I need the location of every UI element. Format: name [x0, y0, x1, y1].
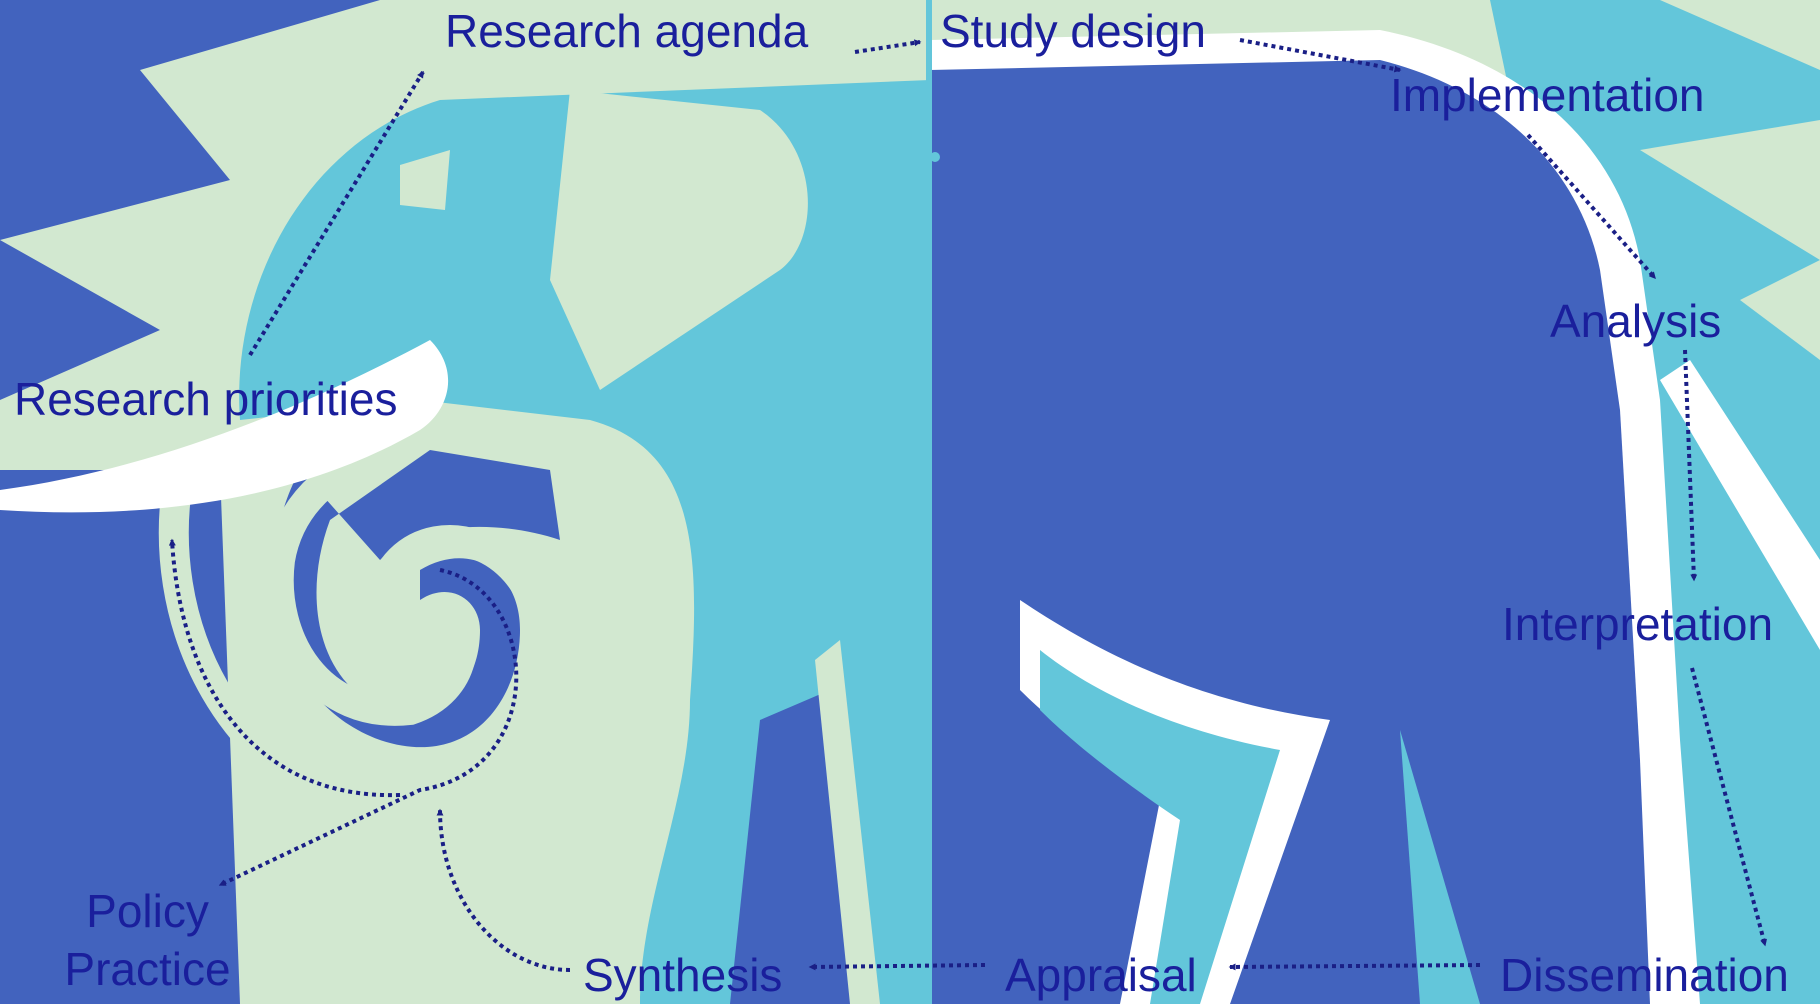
label-analysis: Analysis [1550, 295, 1722, 347]
small-dot [930, 152, 940, 162]
leg [1040, 650, 1280, 1004]
label-policy-practice: Policy Practice [60, 882, 235, 998]
label-implementation: Implementation [1390, 69, 1705, 121]
trunk-spiral [274, 450, 560, 748]
label-policy: Policy [86, 885, 209, 937]
elephant-tusk [0, 340, 449, 513]
trunk-outline [158, 435, 560, 838]
front-leg-stripe [815, 640, 880, 1004]
label-interpretation: Interpretation [1502, 598, 1774, 650]
label-research-agenda: Research agenda [445, 5, 809, 57]
arrow-synthesis-to-trunk [436, 808, 571, 972]
label-research-priorities: Research priorities [14, 373, 398, 425]
label-dissemination: Dissemination [1500, 949, 1789, 1001]
arrow-appraisal-to-synthesis [808, 963, 986, 971]
rear-leg-blue [1400, 730, 1480, 1004]
arrow-dissemination-to-appraisal [1228, 963, 1481, 971]
label-synthesis: Synthesis [583, 949, 783, 1001]
elephant-eye [400, 150, 450, 210]
elephant-ear [550, 90, 808, 390]
arrow-analysis-to-interpretation [1683, 349, 1698, 582]
cycle-arrows [168, 38, 1767, 972]
right-zigzag [1640, 0, 1820, 360]
arrow-agenda-to-design [854, 39, 922, 54]
arrow-trunk-to-tusk [168, 538, 401, 798]
arrow-spiral-to-policy [218, 568, 519, 887]
rear-leg-white [1660, 360, 1820, 650]
elephant-body [930, 60, 1650, 1004]
body-divider [926, 0, 932, 1004]
label-study-design: Study design [940, 5, 1206, 57]
label-practice: Practice [64, 943, 231, 995]
label-appraisal: Appraisal [1005, 949, 1197, 1001]
arrow-design-to-implementation [1239, 38, 1402, 73]
